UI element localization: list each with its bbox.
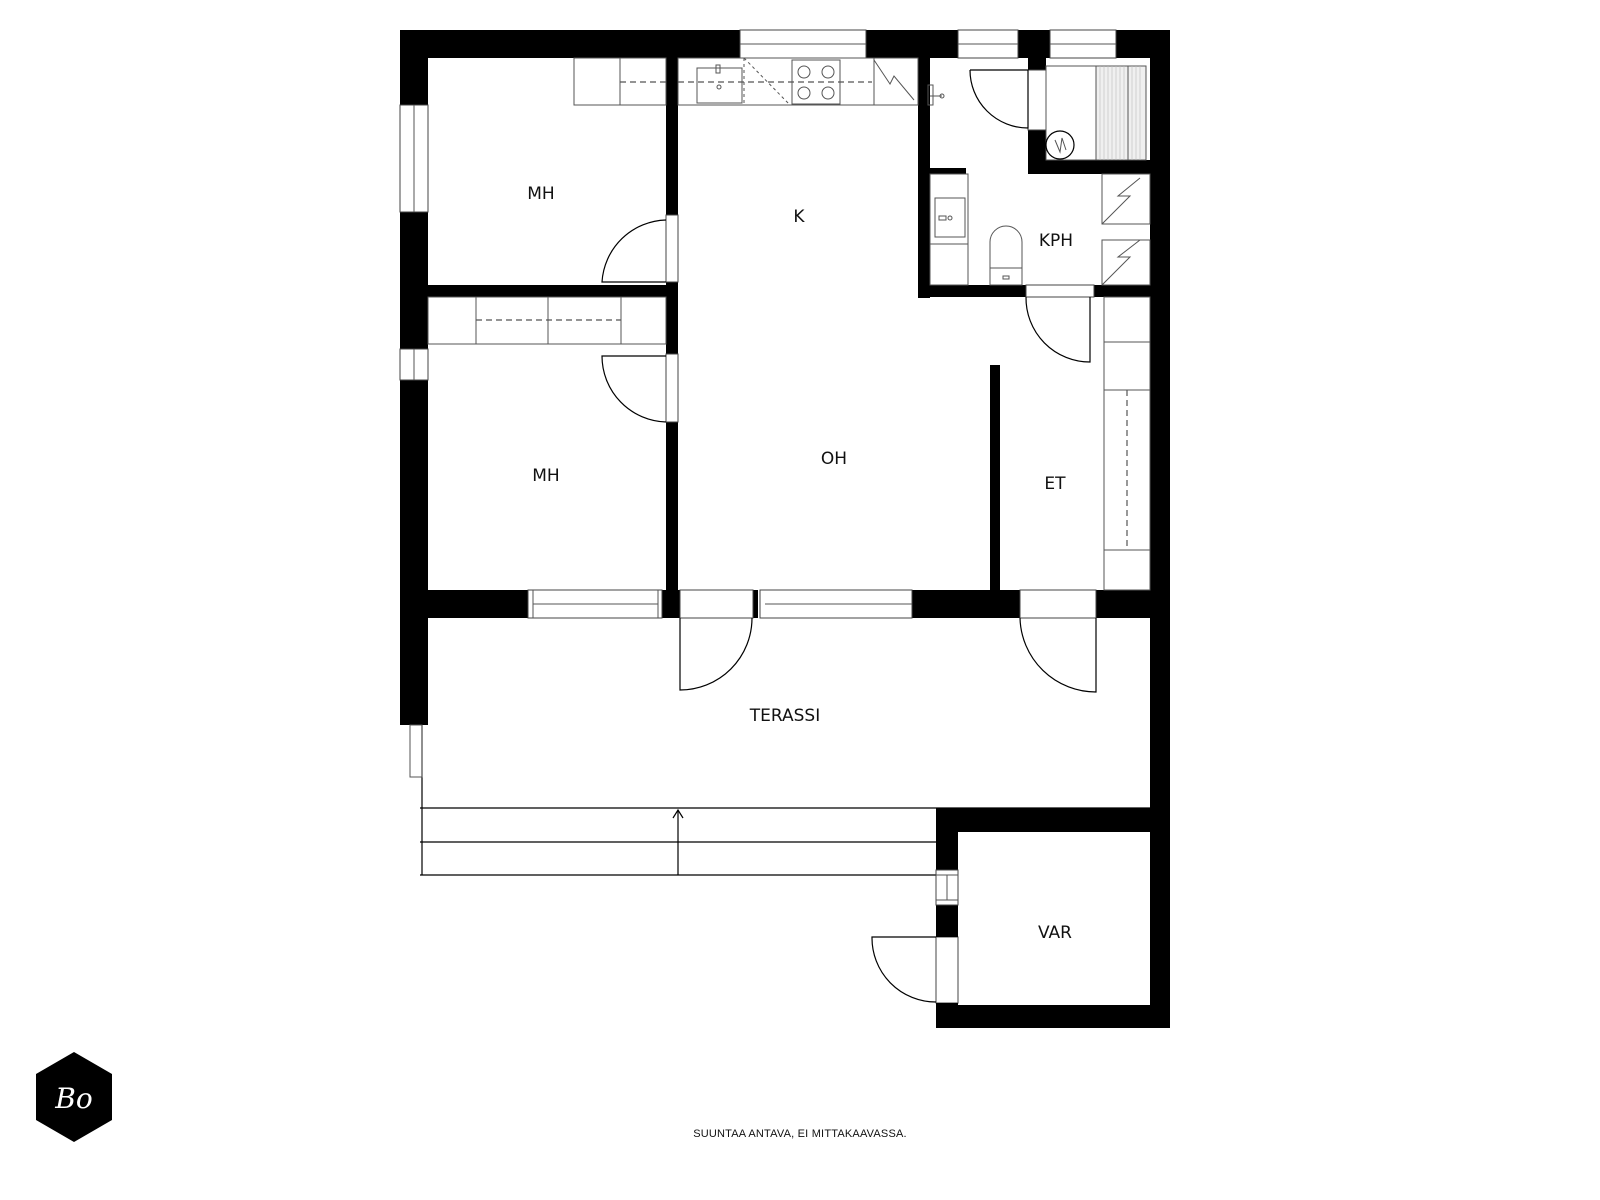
wardrobe-mh2 xyxy=(427,296,667,345)
storage-walls xyxy=(935,808,1170,1028)
sauna-stove-icon xyxy=(1045,130,1075,160)
fridge-icon xyxy=(873,57,919,106)
door-mh2 xyxy=(601,353,679,423)
hexagon-logo-icon xyxy=(36,1052,112,1142)
room-label-et: ET xyxy=(1044,474,1066,494)
exterior-walls xyxy=(400,30,1170,1028)
fixtures xyxy=(427,57,1151,591)
door-var xyxy=(871,936,959,1004)
room-label-mh-2: MH xyxy=(532,466,559,486)
door-mh1 xyxy=(601,214,679,283)
door-terrace-et xyxy=(1019,617,1097,693)
stove-icon xyxy=(791,59,841,105)
terrace xyxy=(409,618,1153,876)
room-label-oh: OH xyxy=(821,449,847,469)
toilet-icon xyxy=(989,225,1023,286)
brand-logo: Bo xyxy=(36,1052,112,1142)
logo-text: Bo xyxy=(54,1082,92,1115)
windows-left xyxy=(399,104,429,381)
room-label-mh-1: MH xyxy=(527,184,554,204)
sauna-benches xyxy=(1045,65,1147,161)
room-label-var: VAR xyxy=(1038,923,1072,943)
washbasin-icon xyxy=(934,197,966,238)
windows-bottom xyxy=(527,589,1097,619)
interior-walls xyxy=(400,58,1170,618)
door-sauna xyxy=(969,69,1047,131)
disclaimer-text: SUUNTAA ANTAVA, EI MITTAKAAVASSA. xyxy=(693,1128,907,1140)
doors xyxy=(601,69,1097,1004)
door-terrace-oh xyxy=(679,617,753,691)
room-label-k: K xyxy=(793,207,805,227)
shower-icon xyxy=(1101,173,1151,225)
door-kph xyxy=(1025,284,1095,363)
bathroom-fixtures xyxy=(929,173,1151,286)
wardrobe-mh1 xyxy=(573,57,667,106)
windows-top xyxy=(739,29,1117,59)
room-label-terassi: TERASSI xyxy=(749,706,820,726)
wardrobe-et xyxy=(1103,296,1151,591)
kitchen-counter xyxy=(677,57,945,106)
room-label-kph: KPH xyxy=(1039,231,1073,251)
